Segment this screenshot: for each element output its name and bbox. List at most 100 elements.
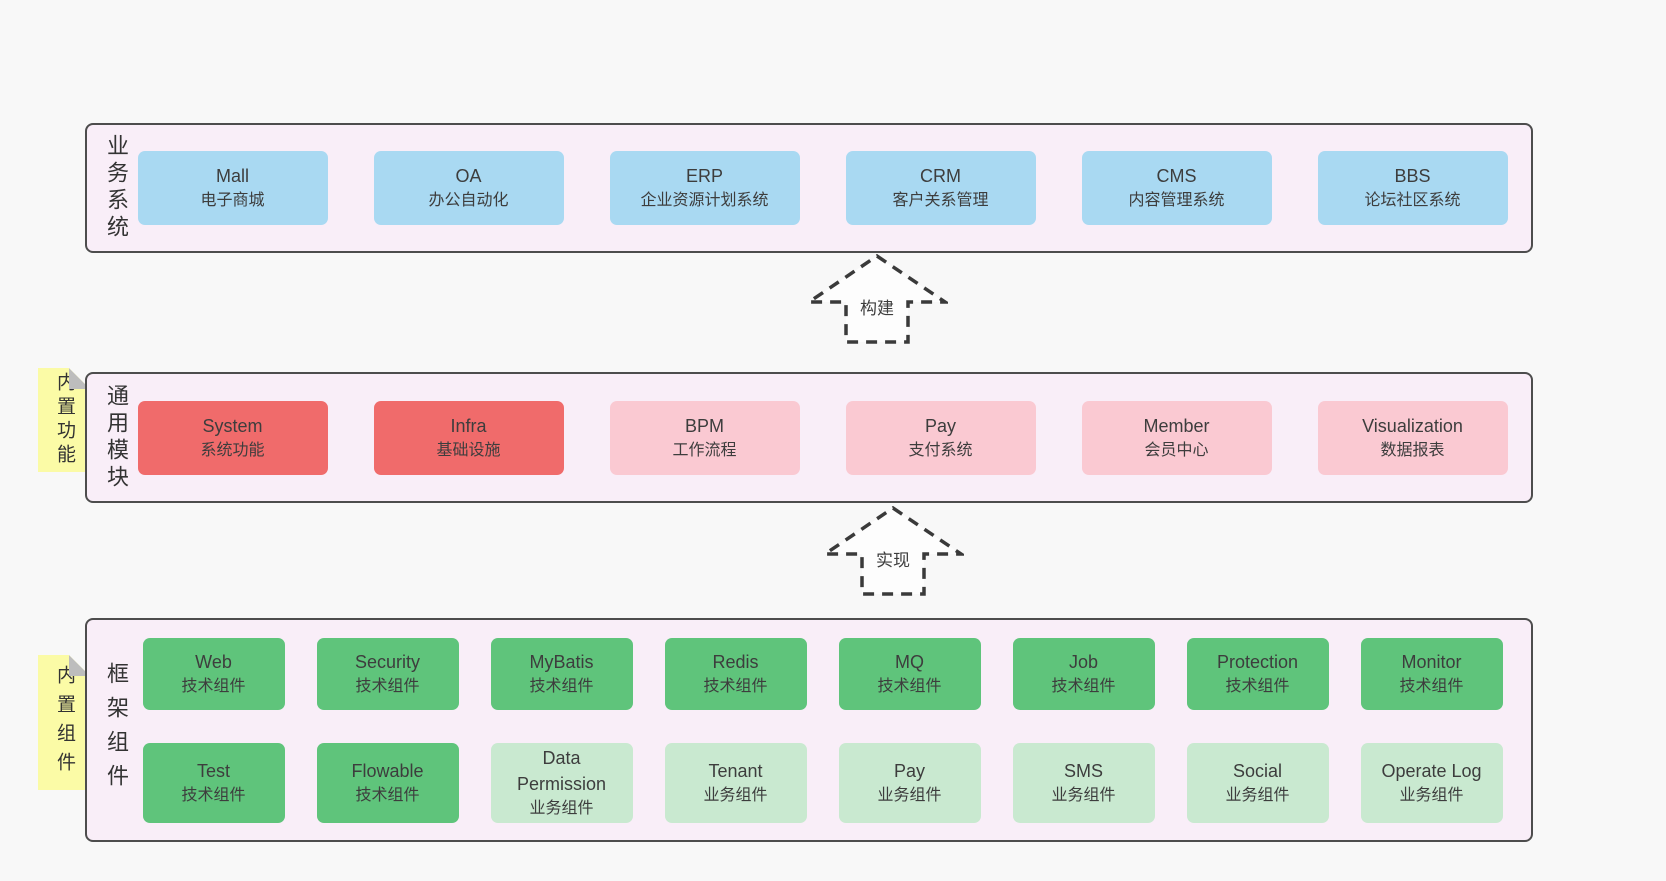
box-subtitle: 技术组件: [1399, 677, 1464, 695]
box-title: Protection: [1216, 651, 1299, 672]
box-title: Member: [1143, 415, 1210, 436]
box-title: Pay: [924, 415, 957, 436]
box-pay-component: Pay 业务组件: [838, 742, 981, 823]
box-security: Security 技术组件: [316, 637, 459, 710]
box-data-permission: Data Permission 业务组件: [490, 742, 633, 823]
box-operate-log: Operate Log 业务组件: [1360, 742, 1503, 823]
component-rows: Web 技术组件 Security 技术组件 MyBatis 技术组件 Redi…: [132, 637, 1531, 823]
box-title: Flowable: [351, 760, 424, 781]
box-member: Member 会员中心: [1081, 400, 1272, 475]
box-title: Mall: [215, 166, 249, 187]
box-subtitle: 技术组件: [1225, 677, 1290, 695]
box-title: Infra: [450, 415, 487, 436]
box-title: Redis: [712, 651, 759, 672]
box-title: Web: [195, 651, 232, 672]
box-subtitle: 业务组件: [703, 786, 768, 804]
box-subtitle: 企业资源计划系统: [640, 192, 769, 210]
box-subtitle: 技术组件: [181, 677, 246, 695]
box-title: Data Permission: [516, 747, 607, 794]
box-title: SMS: [1063, 760, 1103, 781]
box-subtitle: 技术组件: [355, 677, 420, 695]
box-infra: Infra 基础设施: [373, 400, 564, 475]
box-subtitle: 技术组件: [355, 786, 420, 804]
sticky-note-label: 内置组件: [54, 664, 75, 781]
box-bbs: BBS 论坛社区系统: [1317, 151, 1508, 225]
box-title: MQ: [895, 651, 924, 672]
box-title: CRM: [920, 166, 961, 187]
box-protection: Protection 技术组件: [1186, 637, 1329, 710]
box-subtitle: 内容管理系统: [1128, 192, 1225, 210]
up-arrow-implement: 实现: [822, 506, 964, 596]
box-subtitle: 技术组件: [529, 677, 594, 695]
box-cms: CMS 内容管理系统: [1081, 151, 1272, 225]
box-subtitle: 电子商城: [200, 192, 265, 210]
box-mall: Mall 电子商城: [137, 151, 328, 225]
box-erp: ERP 企业资源计划系统: [609, 151, 800, 225]
box-title: Job: [1068, 651, 1099, 672]
section-label: 框架组件: [104, 662, 129, 798]
section-business-systems: 业务系统 Mall 电子商城 OA 办公自动化 ERP 企业资源计划系统 CRM…: [85, 123, 1533, 253]
box-title: Security: [354, 651, 421, 672]
box-mq: MQ 技术组件: [838, 637, 981, 710]
box-subtitle: 数据报表: [1380, 441, 1445, 459]
box-title: Tenant: [708, 760, 763, 781]
box-social: Social 业务组件: [1186, 742, 1329, 823]
sticky-note-built-in-features: 内置功能: [38, 368, 90, 472]
box-subtitle: 业务组件: [529, 800, 594, 817]
box-job: Job 技术组件: [1012, 637, 1155, 710]
box-title: Social: [1232, 760, 1283, 781]
section-label: 通用模块: [104, 383, 129, 492]
box-title: CMS: [1156, 166, 1197, 187]
box-title: Visualization: [1362, 415, 1463, 436]
box-bpm: BPM 工作流程: [609, 400, 800, 475]
box-row: Web 技术组件 Security 技术组件 MyBatis 技术组件 Redi…: [132, 637, 1513, 710]
box-title: Monitor: [1401, 651, 1462, 672]
box-web: Web 技术组件: [142, 637, 285, 710]
box-pay: Pay 支付系统: [845, 400, 1036, 475]
box-title: OA: [455, 166, 482, 187]
box-subtitle: 技术组件: [703, 677, 768, 695]
box-subtitle: 办公自动化: [428, 192, 509, 210]
box-flowable: Flowable 技术组件: [316, 742, 459, 823]
box-title: Operate Log: [1381, 760, 1482, 781]
box-title: System: [202, 415, 263, 436]
box-title: MyBatis: [529, 651, 594, 672]
up-arrow-build: 构建: [806, 254, 948, 344]
box-subtitle: 支付系统: [908, 441, 973, 459]
box-title: BPM: [684, 415, 724, 436]
box-subtitle: 技术组件: [181, 786, 246, 804]
box-subtitle: 技术组件: [1051, 677, 1116, 695]
box-title: ERP: [685, 166, 723, 187]
box-oa: OA 办公自动化: [373, 151, 564, 225]
box-subtitle: 论坛社区系统: [1364, 192, 1461, 210]
box-subtitle: 工作流程: [672, 441, 737, 459]
box-title: BBS: [1394, 166, 1431, 187]
box-row: Mall 电子商城 OA 办公自动化 ERP 企业资源计划系统 CRM 客户关系…: [132, 151, 1531, 225]
box-row: Test 技术组件 Flowable 技术组件 Data Permission …: [132, 742, 1513, 823]
box-subtitle: 业务组件: [1225, 786, 1290, 804]
box-row: System 系统功能 Infra 基础设施 BPM 工作流程 Pay 支付系统…: [132, 400, 1531, 475]
section-label: 业务系统: [104, 134, 129, 242]
box-subtitle: 会员中心: [1144, 441, 1209, 459]
box-subtitle: 业务组件: [1051, 786, 1116, 804]
box-mybatis: MyBatis 技术组件: [490, 637, 633, 710]
sticky-note-built-in-components: 内置组件: [38, 655, 90, 790]
box-subtitle: 客户关系管理: [892, 192, 989, 210]
sticky-note-label: 内置功能: [54, 372, 75, 468]
box-test: Test 技术组件: [142, 742, 285, 823]
box-tenant: Tenant 业务组件: [664, 742, 807, 823]
box-redis: Redis 技术组件: [664, 637, 807, 710]
arrow-label: 构建: [856, 294, 898, 319]
box-subtitle: 业务组件: [877, 786, 942, 804]
box-system: System 系统功能: [137, 400, 328, 475]
box-crm: CRM 客户关系管理: [845, 151, 1036, 225]
box-subtitle: 系统功能: [200, 441, 265, 459]
box-subtitle: 技术组件: [877, 677, 942, 695]
box-title: Test: [196, 760, 230, 781]
box-subtitle: 基础设施: [436, 441, 501, 459]
arrow-label: 实现: [872, 546, 914, 571]
box-visualization: Visualization 数据报表: [1317, 400, 1508, 475]
box-monitor: Monitor 技术组件: [1360, 637, 1503, 710]
section-common-modules: 通用模块 System 系统功能 Infra 基础设施 BPM 工作流程 Pay…: [85, 372, 1533, 503]
